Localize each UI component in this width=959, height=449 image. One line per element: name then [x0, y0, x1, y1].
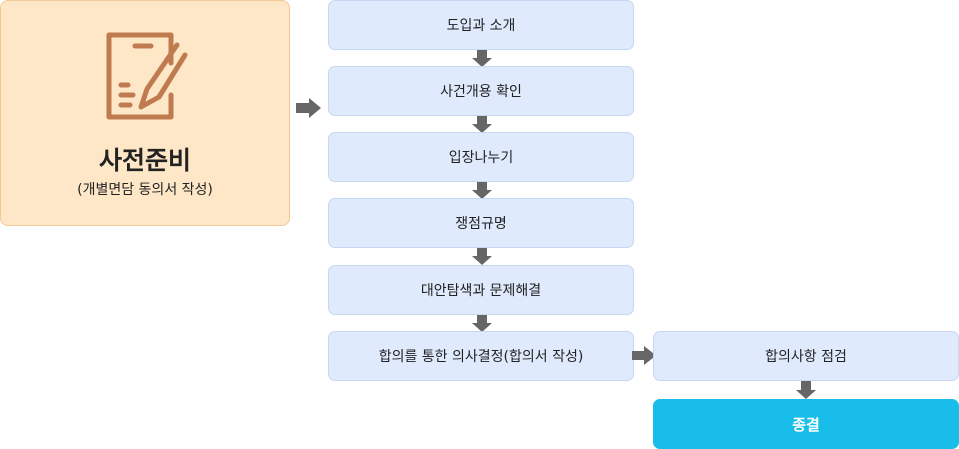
step-closing: 종결: [653, 399, 959, 449]
step-case-review: 사건개용 확인: [328, 66, 634, 116]
preparation-title: 사전준비: [98, 146, 191, 175]
step-issue-identification: 쟁점규명: [328, 198, 634, 248]
step-sharing-positions: 입장나누기: [328, 132, 634, 182]
arrow-down-icon: [472, 248, 492, 265]
step-introduction: 도입과 소개: [328, 0, 634, 50]
arrow-right-icon: [296, 98, 321, 118]
preparation-subtitle: (개별면담 동의서 작성): [77, 182, 213, 198]
step-alternatives-problem-solving: 대안탐색과 문제해결: [328, 265, 634, 315]
arrow-down-icon: [472, 182, 492, 199]
arrow-down-icon: [472, 50, 492, 67]
preparation-box: 사전준비 (개별면담 동의서 작성): [0, 0, 290, 226]
arrow-down-icon: [472, 116, 492, 133]
document-edit-icon: [106, 32, 188, 120]
arrow-down-icon: [796, 381, 816, 399]
step-decision-making: 합의를 통한 의사결정(합의서 작성): [328, 331, 634, 381]
arrow-down-icon: [472, 315, 492, 332]
step-agreement-review: 합의사항 점검: [653, 331, 959, 381]
arrow-right-icon: [632, 346, 656, 365]
